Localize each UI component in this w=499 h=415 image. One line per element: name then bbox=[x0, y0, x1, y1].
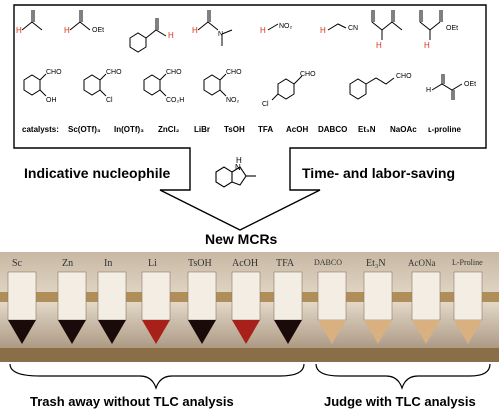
dimethylacetamide-structure bbox=[197, 10, 233, 46]
tube-proline bbox=[453, 271, 483, 344]
tube-label-proline: L-Proline bbox=[452, 258, 483, 267]
nitromethane-structure bbox=[267, 23, 279, 31]
cho-5: CHO bbox=[300, 71, 316, 78]
h-eaa: H bbox=[424, 41, 430, 50]
h-acetophenone: H bbox=[168, 31, 174, 40]
formylbenzoic-acid-structure bbox=[143, 73, 167, 97]
oet-label-1: OEt bbox=[92, 27, 104, 34]
oet-label-3: OEt bbox=[464, 81, 476, 88]
catalyst-4: TsOH bbox=[224, 125, 245, 134]
h-nitromethane: H bbox=[260, 26, 266, 35]
salicylaldehyde-structure bbox=[23, 73, 47, 97]
h-acetonitrile: H bbox=[320, 26, 326, 35]
tube-label-zn: Zn bbox=[62, 258, 74, 269]
phenylpropanal-structure bbox=[349, 77, 395, 100]
ethyl-acetate-structure bbox=[69, 10, 91, 31]
time-saving-label: Time- and labor-saving bbox=[302, 165, 455, 181]
h-acac: H bbox=[376, 41, 382, 50]
acetophenone-structure bbox=[129, 18, 167, 53]
catalyst-2: ZnCl₂ bbox=[158, 125, 180, 134]
nitrobenzaldehyde-structure bbox=[203, 73, 227, 97]
acetone-structure bbox=[21, 10, 43, 31]
n-dma: N bbox=[218, 31, 223, 38]
catalyst-7: DABCO bbox=[318, 125, 347, 134]
catalysts-prefix: catalysts: bbox=[22, 125, 59, 134]
tube-tsoh bbox=[187, 271, 217, 344]
nh-label: H bbox=[236, 156, 242, 165]
catalyst-6: AcOH bbox=[286, 125, 308, 134]
tube-acona bbox=[411, 271, 441, 344]
h-ethyl-acetate: H bbox=[64, 26, 70, 35]
oet-label-2: OEt bbox=[446, 25, 458, 32]
tube-label-acoh: AcOH bbox=[232, 258, 259, 269]
cho-3: CHO bbox=[166, 69, 182, 76]
ethyl-acetoacetate-structure bbox=[419, 10, 443, 40]
h-glyoxylate: H bbox=[426, 87, 431, 94]
chlorobenzaldehyde-4-structure bbox=[271, 75, 303, 101]
trash-label: Trash away without TLC analysis bbox=[30, 394, 234, 409]
catalyst-5: TFA bbox=[258, 125, 273, 134]
judge-brace bbox=[315, 363, 491, 390]
no2-label-2: NO₂ bbox=[226, 97, 240, 104]
rack-base bbox=[0, 348, 499, 362]
acetonitrile-structure bbox=[327, 23, 347, 31]
tube-acoh bbox=[231, 271, 261, 344]
catalyst-0: Sc(OTf)₃ bbox=[68, 125, 101, 134]
indole-structure bbox=[215, 166, 256, 188]
h-dma: H bbox=[192, 26, 198, 35]
indicative-nucleophile-label: Indicative nucleophile bbox=[24, 165, 170, 181]
tube-et3n bbox=[363, 271, 393, 344]
tube-label-tsoh: TsOH bbox=[188, 258, 212, 269]
cl-label-1: Cl bbox=[106, 97, 113, 104]
cho-2: CHO bbox=[106, 69, 122, 76]
oh-label: OH bbox=[46, 97, 57, 104]
tube-label-sc: Sc bbox=[12, 258, 22, 269]
h-acetone: H bbox=[16, 26, 22, 35]
tube-photo bbox=[0, 252, 499, 362]
chlorobenzaldehyde-2-structure bbox=[83, 73, 107, 97]
tube-label-in: In bbox=[104, 258, 113, 269]
cn-label: CN bbox=[348, 25, 358, 32]
ethyl-glyoxylate-structure bbox=[431, 74, 463, 100]
new-mcrs-label: New MCRs bbox=[205, 231, 278, 247]
catalyst-10: ʟ-proline bbox=[428, 125, 462, 134]
tube-label-li: Li bbox=[148, 258, 157, 269]
cho-6: CHO bbox=[396, 73, 412, 80]
tube-li bbox=[141, 271, 171, 344]
trash-brace bbox=[9, 363, 305, 390]
tube-zn bbox=[57, 271, 87, 344]
acetylacetone-structure bbox=[371, 10, 403, 40]
judge-label: Judge with TLC analysis bbox=[324, 394, 476, 409]
catalyst-8: Et₃N bbox=[358, 125, 376, 134]
cho-1: CHO bbox=[46, 69, 62, 76]
cho-4: CHO bbox=[226, 69, 242, 76]
no2-label: NO₂ bbox=[279, 23, 293, 30]
tube-label-et3n: Et₃N bbox=[366, 258, 386, 269]
tube-label-tfa: TFA bbox=[276, 258, 295, 269]
co2h-label: CO₂H bbox=[166, 97, 184, 104]
cl-label-2: Cl bbox=[262, 101, 269, 108]
catalyst-3: LiBr bbox=[194, 125, 210, 134]
bottom-braces bbox=[9, 363, 491, 390]
tube-in bbox=[97, 271, 127, 344]
tube-dabco bbox=[317, 271, 347, 344]
n-indole: N bbox=[235, 163, 241, 172]
catalyst-1: In(OTf)₃ bbox=[114, 125, 144, 134]
catalyst-9: NaOAc bbox=[390, 125, 417, 134]
tube-sc bbox=[7, 271, 37, 344]
box-arrow-outline bbox=[13, 4, 487, 231]
reactant-box: H H OEt H H N H NO₂ H CN H bbox=[13, 4, 487, 247]
tube-label-acona: AcONa bbox=[408, 258, 436, 268]
tube-label-dabco: DABCO bbox=[314, 258, 343, 267]
tube-tfa bbox=[273, 271, 303, 344]
